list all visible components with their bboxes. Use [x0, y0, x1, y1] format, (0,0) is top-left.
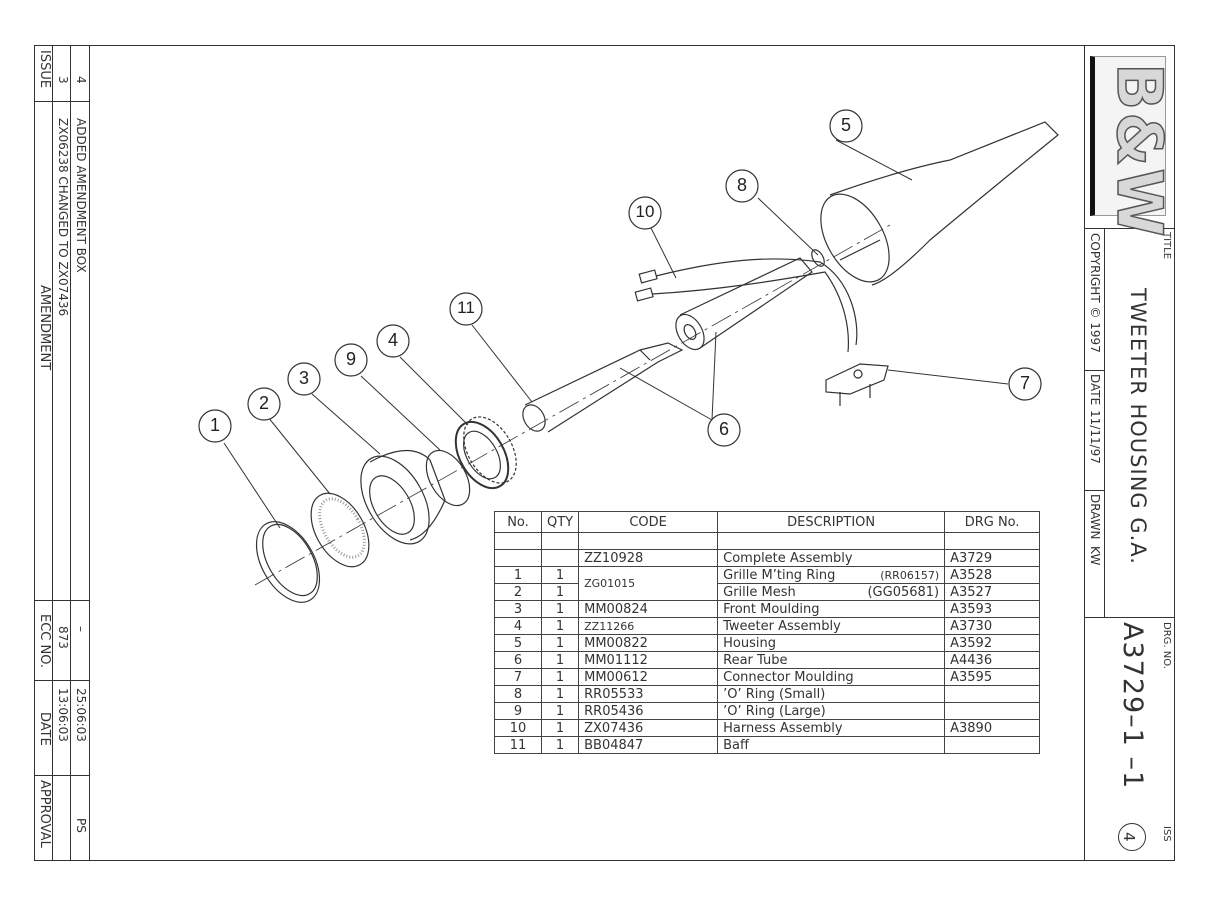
bw-logo: B&W [1090, 56, 1177, 239]
part-grille-ring [255, 521, 321, 603]
part-grille-mesh [310, 492, 370, 568]
table-row: 1 1 ZG01015 Grille M’ting Ring (RR06157)… [494, 566, 1041, 601]
callout-8: 8 [736, 175, 747, 195]
callout-10: 10 [635, 202, 655, 221]
parts-list-table: No. QTY CODE DESCRIPTION DRG No. ZZ10928… [494, 511, 1041, 754]
part-rear-tube [522, 342, 684, 433]
drawing-frame [34, 45, 1175, 861]
part-tweeter-assembly [454, 416, 517, 490]
header-description: DESCRIPTION [717, 511, 946, 533]
leader-lines [223, 139, 1009, 529]
callout-3: 3 [298, 368, 309, 388]
callout-9: 9 [345, 349, 356, 369]
part-connector-moulding [825, 363, 889, 406]
part-housing-collar [675, 257, 813, 351]
header-qty: QTY [540, 511, 580, 533]
part-o-ring-large [425, 449, 471, 507]
part-front-moulding [360, 449, 446, 545]
part-harness [634, 258, 858, 353]
callout-1: 1 [209, 415, 220, 435]
part-housing [820, 121, 1059, 286]
callout-11: 11 [457, 298, 475, 317]
header-code: CODE [578, 511, 719, 533]
callout-4: 4 [387, 330, 398, 350]
callout-7: 7 [1019, 373, 1030, 393]
table-row-blank [494, 532, 1041, 550]
table-row: 2 1 Grille Mesh (GG05681) A3527 [494, 583, 1041, 601]
callout-5: 5 [840, 115, 851, 135]
issue-circle: 4 [1118, 823, 1146, 851]
header-drg-no: DRG No. [944, 511, 1041, 533]
table-header-row: No. QTY CODE DESCRIPTION DRG No. [494, 511, 1041, 533]
callout-6: 6 [718, 419, 729, 439]
header-no: No. [494, 511, 542, 533]
table-row-assembly: ZZ10928 Complete Assembly A3729 [494, 549, 1041, 567]
callout-2: 2 [258, 393, 269, 413]
